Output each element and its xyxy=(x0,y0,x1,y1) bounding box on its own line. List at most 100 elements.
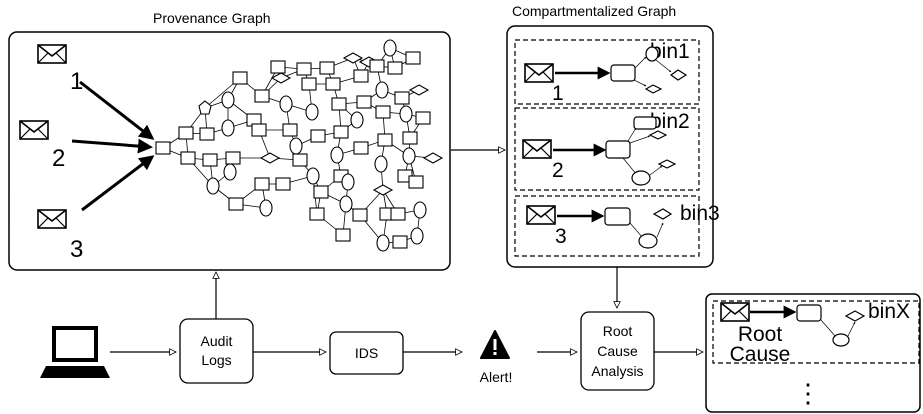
graph-node xyxy=(225,151,241,165)
graph-node xyxy=(392,235,408,249)
envelope-icon xyxy=(720,302,750,322)
graph-node xyxy=(422,152,444,164)
svg-text:Root: Root xyxy=(603,323,633,339)
graph-node xyxy=(390,207,406,221)
graph-node xyxy=(372,184,394,196)
graph-node xyxy=(232,71,248,85)
graph-node xyxy=(259,152,281,164)
graph-node xyxy=(410,227,424,245)
graph-node xyxy=(376,234,390,252)
envelope-icon xyxy=(19,120,49,140)
graph-node xyxy=(402,147,416,165)
svg-text:Analysis: Analysis xyxy=(591,363,643,379)
email-1: 1 xyxy=(37,44,83,95)
bin-label: bin2 xyxy=(650,110,690,133)
graph-node xyxy=(374,155,388,173)
graph-node xyxy=(228,197,244,211)
svg-text:Logs: Logs xyxy=(201,352,231,368)
root-cause-analysis-box: Root Cause Analysis xyxy=(580,311,655,391)
envelope-icon xyxy=(526,205,556,225)
alert-icon xyxy=(480,330,510,359)
bin-1: bin1 1 xyxy=(514,39,700,105)
graph-node xyxy=(254,89,270,103)
email-3: 3 xyxy=(37,209,83,263)
graph-node xyxy=(279,95,293,113)
graph-node xyxy=(296,62,312,76)
graph-node xyxy=(292,153,308,167)
edge-email1-root xyxy=(79,80,155,140)
root-cause-label: Root xyxy=(738,323,783,346)
graph-node xyxy=(309,207,325,221)
graph-node xyxy=(353,69,369,83)
compartmentalized-graph-title: Compartmentalized Graph xyxy=(512,3,676,19)
graph-nodes xyxy=(155,39,444,252)
graph-node xyxy=(394,91,410,105)
graph-node xyxy=(206,177,220,195)
graph-node xyxy=(413,201,427,219)
envelope-icon xyxy=(524,63,554,83)
graph-node xyxy=(341,173,355,191)
graph-node xyxy=(408,175,424,189)
svg-text:2: 2 xyxy=(52,145,65,172)
root-cause-label: Cause xyxy=(730,343,791,366)
svg-text:Cause: Cause xyxy=(597,343,638,359)
email-2: 2 xyxy=(19,120,65,172)
graph-node xyxy=(199,127,215,141)
svg-text:2: 2 xyxy=(552,159,564,182)
laptop-icon xyxy=(40,326,110,378)
graph-node xyxy=(387,61,403,75)
bin-label: bin1 xyxy=(650,40,690,63)
graph-node xyxy=(375,105,391,119)
edge-email3-root xyxy=(81,155,155,212)
graph-node xyxy=(270,72,292,84)
graph-node xyxy=(353,141,369,155)
graph-node xyxy=(198,100,212,115)
graph-node xyxy=(319,61,335,75)
envelope-icon xyxy=(37,209,67,229)
graph-node xyxy=(415,111,431,125)
graph-node xyxy=(305,103,319,121)
graph-node xyxy=(180,151,196,165)
graph-node xyxy=(254,177,270,191)
edge-email2-root xyxy=(71,138,153,154)
graph-node xyxy=(270,60,286,74)
bin-3: bin3 3 xyxy=(514,195,720,257)
graph-node xyxy=(333,125,349,139)
graph-node xyxy=(331,97,347,111)
graph-node xyxy=(221,119,235,137)
bin-2: bin2 2 xyxy=(514,107,700,191)
graph-node xyxy=(399,105,413,123)
graph-node xyxy=(342,52,364,64)
graph-node xyxy=(221,91,235,109)
ids-box: IDS xyxy=(329,331,404,375)
graph-node xyxy=(377,133,393,147)
graph-node xyxy=(313,185,329,199)
svg-text:3: 3 xyxy=(555,225,567,248)
audit-logs-box: Audit Logs xyxy=(179,318,254,384)
graph-node xyxy=(282,123,298,137)
provenance-graph-panel xyxy=(8,31,451,271)
provenance-graph-title: Provenance Graph xyxy=(153,10,271,26)
envelope-icon xyxy=(522,139,552,159)
graph-node xyxy=(223,163,237,181)
svg-text:IDS: IDS xyxy=(355,345,378,361)
svg-text:1: 1 xyxy=(552,82,564,105)
graph-node xyxy=(402,131,418,145)
graph-node xyxy=(339,195,353,213)
graph-node xyxy=(350,111,364,129)
graph-node xyxy=(383,39,397,57)
graph-node xyxy=(301,77,317,91)
graph-node xyxy=(155,141,171,155)
graph-node xyxy=(352,208,368,222)
graph-node xyxy=(306,167,320,185)
result-panel: binX Root Cause ⋮ xyxy=(705,293,921,413)
result-bin-label: binX xyxy=(868,300,910,323)
svg-text:1: 1 xyxy=(70,68,83,95)
graph-node xyxy=(275,177,291,191)
svg-text:3: 3 xyxy=(70,236,83,263)
alert-label: Alert! xyxy=(480,369,513,385)
graph-node xyxy=(325,77,341,91)
continuation-dots: ⋮ xyxy=(795,378,821,408)
graph-node xyxy=(375,81,389,99)
